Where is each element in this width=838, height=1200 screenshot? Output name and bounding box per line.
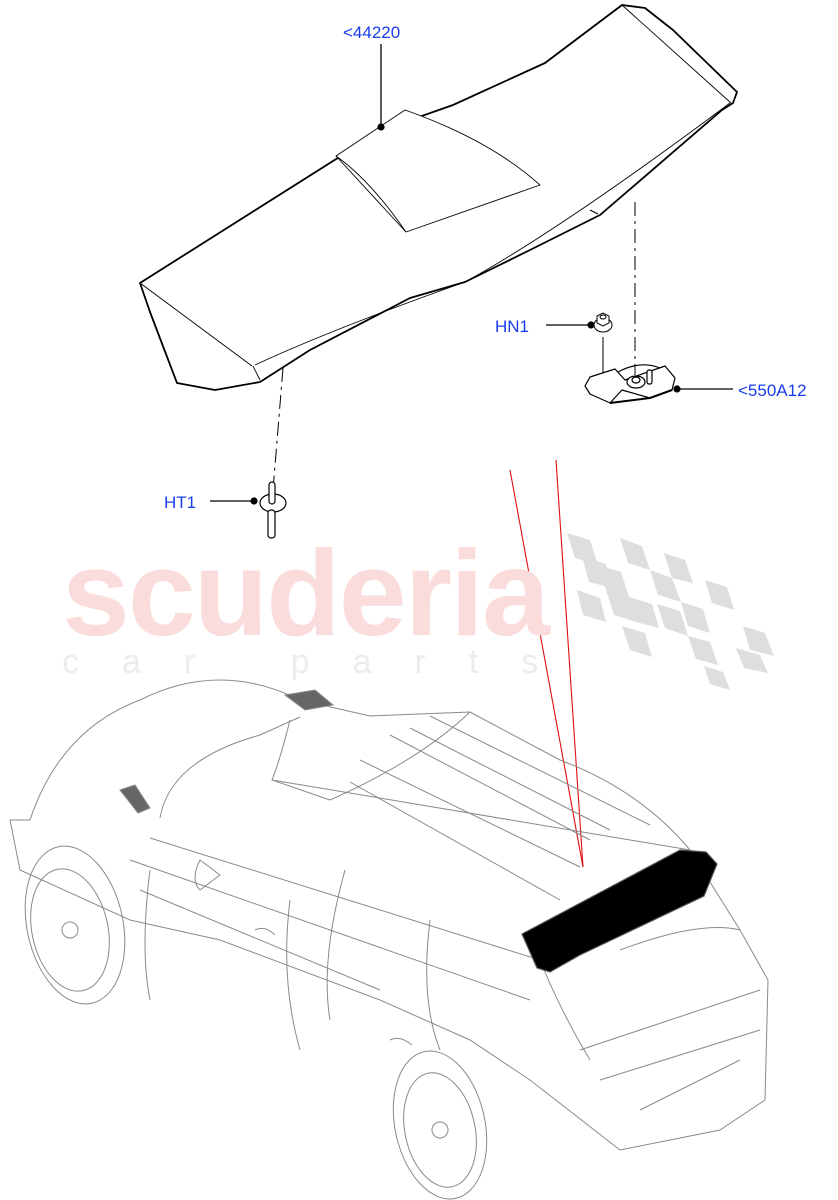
highlighted-spoiler-on-vehicle[interactable] <box>521 849 718 973</box>
callout-bracket[interactable]: <550A12 <box>738 381 807 400</box>
vehicle-vents <box>119 689 335 814</box>
rear-spoiler[interactable] <box>139 4 738 391</box>
watermark-flag-icon <box>567 533 774 690</box>
callout-nut[interactable]: HN1 <box>495 317 530 336</box>
rivet[interactable] <box>259 481 287 539</box>
spoiler-bracket[interactable] <box>584 364 676 404</box>
vehicle-locator-illustration <box>9 679 769 1200</box>
flange-nut[interactable] <box>593 312 613 333</box>
callout-rivet[interactable]: HT1 <box>164 493 197 512</box>
callout-spoiler[interactable]: <44220 <box>343 23 401 42</box>
watermark-main-text: scuderia <box>62 525 550 661</box>
watermark-sub-text: car parts <box>62 643 582 681</box>
